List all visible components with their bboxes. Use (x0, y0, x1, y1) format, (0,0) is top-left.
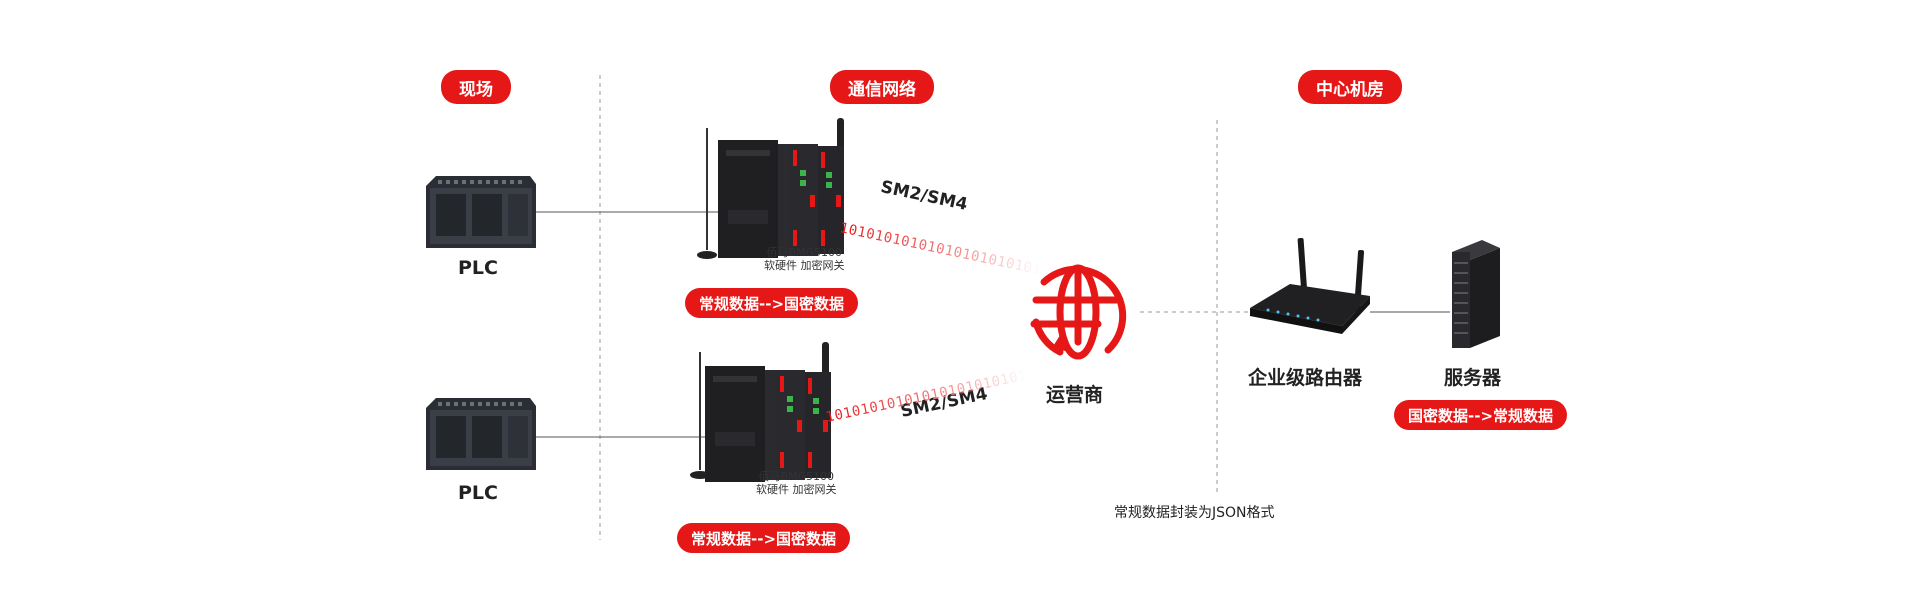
server-label: 服务器 (1444, 363, 1501, 390)
json-note: 常规数据封装为JSON格式 (1114, 502, 1275, 522)
badge-server-decrypt: 国密数据-->常规数据 (1394, 400, 1567, 430)
